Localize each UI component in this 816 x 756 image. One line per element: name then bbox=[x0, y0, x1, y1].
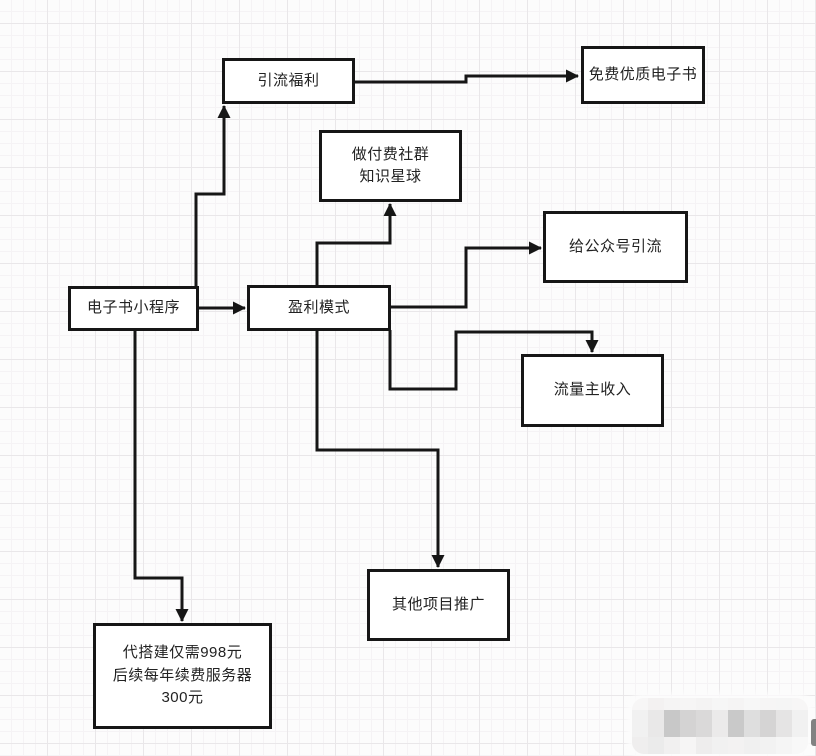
connector-profit-to-paid-community bbox=[315, 203, 397, 285]
watermark-cell bbox=[696, 737, 712, 754]
watermark-cell bbox=[776, 698, 792, 710]
watermark-cell bbox=[728, 710, 744, 737]
watermark-cell bbox=[792, 698, 808, 710]
node-official-account[interactable]: 给公众号引流 bbox=[543, 211, 688, 283]
watermark-cell bbox=[664, 698, 680, 710]
watermark-cell bbox=[632, 737, 648, 754]
connector-miniprogram-to-setup-cost bbox=[133, 331, 189, 622]
watermark-cell bbox=[776, 710, 792, 737]
node-other-projects[interactable]: 其他项目推广 bbox=[367, 569, 510, 641]
node-free-ebook[interactable]: 免费优质电子书 bbox=[581, 46, 705, 104]
watermark-cell bbox=[744, 710, 760, 737]
watermark-cell bbox=[664, 737, 680, 754]
watermark-cell bbox=[776, 737, 792, 754]
watermark-cell bbox=[792, 737, 808, 754]
watermark-cell bbox=[760, 710, 776, 737]
watermark-cell bbox=[696, 710, 712, 737]
watermark-cell bbox=[712, 737, 728, 754]
connector-promo-to-free-ebook bbox=[355, 69, 579, 84]
node-profit-model[interactable]: 盈利模式 bbox=[247, 285, 391, 331]
watermark-cell bbox=[728, 737, 744, 754]
watermark-cell bbox=[648, 737, 664, 754]
node-label-ebook-miniprogram: 电子书小程序 bbox=[86, 299, 180, 317]
watermark-cell bbox=[744, 737, 760, 754]
watermark-row-0 bbox=[632, 698, 808, 710]
watermark-cell bbox=[712, 698, 728, 710]
node-label-ad-revenue: 流量主收入 bbox=[553, 381, 632, 399]
watermark-row-1 bbox=[632, 710, 808, 737]
node-label-promo-benefit: 引流福利 bbox=[257, 71, 320, 89]
watermark-cell bbox=[648, 698, 664, 710]
watermark-cell bbox=[792, 710, 808, 737]
watermark-cell bbox=[744, 698, 760, 710]
node-paid-community[interactable]: 做付费社群知识星球 bbox=[319, 130, 462, 202]
node-ebook-miniprogram[interactable]: 电子书小程序 bbox=[68, 286, 199, 331]
watermark-cell bbox=[680, 710, 696, 737]
node-ad-revenue[interactable]: 流量主收入 bbox=[521, 354, 664, 427]
watermark-cell bbox=[664, 710, 680, 737]
node-label-paid-community: 做付费社群知识星球 bbox=[351, 145, 430, 186]
connector-profit-to-official-account bbox=[391, 241, 542, 309]
node-promo-benefit[interactable]: 引流福利 bbox=[222, 58, 355, 104]
watermark-cell bbox=[632, 710, 648, 737]
pixelated-watermark bbox=[632, 698, 808, 754]
watermark-cell bbox=[760, 737, 776, 754]
watermark-cell bbox=[728, 698, 744, 710]
connector-profit-to-other-projects bbox=[315, 331, 445, 568]
watermark-cell bbox=[712, 710, 728, 737]
watermark-cell bbox=[680, 698, 696, 710]
watermark-cell bbox=[648, 710, 664, 737]
node-label-free-ebook: 免费优质电子书 bbox=[588, 65, 698, 83]
watermark-cell bbox=[696, 698, 712, 710]
watermark-cell bbox=[632, 698, 648, 710]
node-label-other-projects: 其他项目推广 bbox=[391, 595, 485, 613]
connector-miniprogram-to-promo bbox=[194, 105, 231, 286]
watermark-cell bbox=[680, 737, 696, 754]
connector-profit-to-ad-revenue bbox=[388, 330, 599, 391]
node-label-profit-model: 盈利模式 bbox=[287, 298, 350, 316]
node-label-official-account: 给公众号引流 bbox=[568, 237, 662, 255]
watermark-row-2 bbox=[632, 737, 808, 754]
watermark-cell bbox=[760, 698, 776, 710]
scrollbar-thumb[interactable] bbox=[811, 719, 816, 746]
